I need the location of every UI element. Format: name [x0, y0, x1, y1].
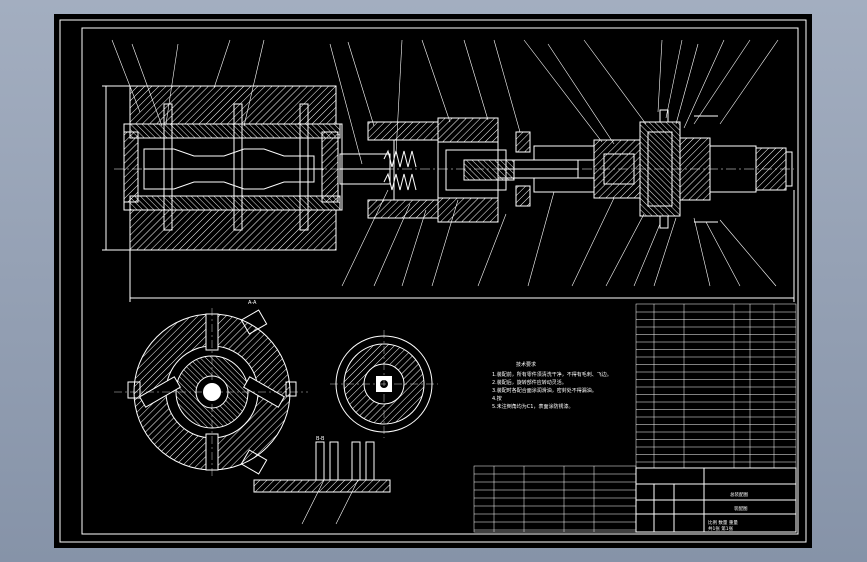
- note-2: 2.装配后，旋转部件应转动灵活。: [492, 379, 567, 386]
- note-1: 1.装配前，所有零件须清洗干净，不得有毛刺、飞边。: [492, 371, 612, 378]
- parts-list: [635, 303, 797, 469]
- section-mark-bottom: B-B: [316, 436, 325, 442]
- drawing-title: 总装配图: [730, 491, 748, 498]
- note-5: 5.未注倒角均为C1，表面涂防锈漆。: [492, 403, 573, 410]
- scale-row: 比例 数量 重量: [708, 519, 738, 526]
- section-mark-top: A-A: [248, 300, 257, 306]
- bracket-view: B-B: [253, 436, 391, 525]
- assembly-drawing: A-A: [59, 19, 807, 543]
- revision-table: [473, 465, 637, 533]
- outer-frame: [59, 19, 807, 543]
- drawing-sheet[interactable]: A-A: [54, 14, 812, 548]
- technical-notes: 技术要求 1.装配前，所有零件须清洗干净，不得有毛刺、飞边。 2.装配后，旋转部…: [492, 361, 612, 410]
- sheet-label: 装配图: [734, 505, 748, 512]
- notes-title: 技术要求: [516, 361, 536, 368]
- cross-section-view: [114, 308, 308, 476]
- title-block: 总装配图 装配图 比例 数量 重量 共1张 第1张: [635, 467, 797, 533]
- sheet-number: 共1张 第1张: [708, 525, 734, 532]
- disc-view: [330, 330, 438, 438]
- note-3: 3.装配时各配合面涂润滑油，密封处不得漏油。: [492, 387, 597, 394]
- inner-frame: [81, 27, 799, 535]
- main-section-view: [102, 39, 795, 302]
- note-4: 4.按: [492, 395, 502, 402]
